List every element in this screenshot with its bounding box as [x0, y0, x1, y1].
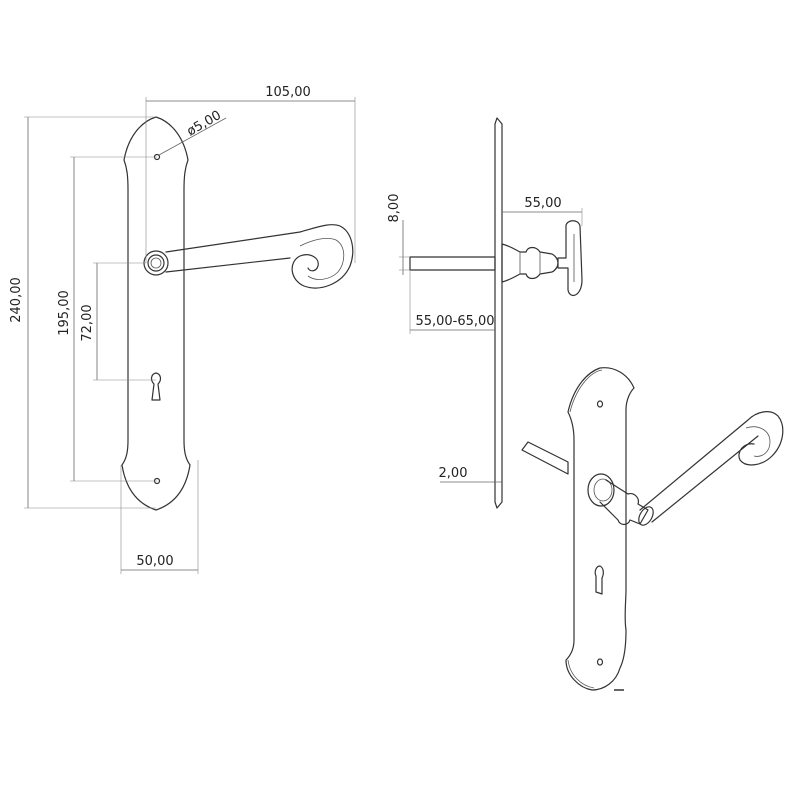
- iso-rosette: [587, 473, 615, 507]
- side-plate: [494, 117, 503, 509]
- iso-neck: [599, 479, 649, 526]
- iso-keyhole: [594, 565, 604, 595]
- dim-72-label: 72,00: [80, 304, 95, 341]
- dim-55-label: 55,00: [524, 196, 561, 211]
- front-rosette-core: [150, 257, 162, 269]
- side-view: 8,00 55,00 55,00-65,00 2,00: [387, 117, 583, 509]
- dim-55-65-label: 55,00-65,00: [415, 314, 494, 329]
- iso-lever: [639, 411, 784, 523]
- dim-105-label: 105,00: [265, 85, 311, 100]
- side-rosette: [501, 243, 559, 283]
- iso-rosette-inner: [593, 478, 613, 502]
- dim-240-label: 240,00: [9, 277, 24, 323]
- front-lever-scroll: [299, 238, 345, 280]
- dim-dia-leader: [158, 117, 227, 156]
- iso-lever-scroll: [745, 426, 771, 457]
- iso-top-screw-hole: [596, 400, 604, 408]
- dim-2-label: 2,00: [439, 466, 468, 481]
- dim-195-label: 195,00: [57, 290, 72, 336]
- iso-lever-end: [638, 506, 654, 526]
- front-rosette-inner: [147, 254, 165, 272]
- iso-backplate: [565, 367, 635, 691]
- dim-dia-label: ø5,00: [185, 108, 224, 139]
- iso-spindle: [521, 441, 569, 475]
- dim-8-label: 8,00: [387, 194, 402, 223]
- isometric-view: [521, 367, 784, 691]
- side-spindle: [409, 256, 496, 271]
- front-lever-handle: [165, 224, 354, 289]
- side-lever: [557, 220, 583, 297]
- iso-bottom-screw-hole: [596, 658, 604, 666]
- front-backplate: [121, 116, 191, 511]
- front-keyhole: [150, 372, 162, 401]
- front-view: 105,00 ø5,00 240,00 195,00 72,00 50,00: [9, 85, 356, 574]
- iso-backplate-edge: [567, 369, 603, 689]
- dim-50-label: 50,00: [136, 554, 173, 569]
